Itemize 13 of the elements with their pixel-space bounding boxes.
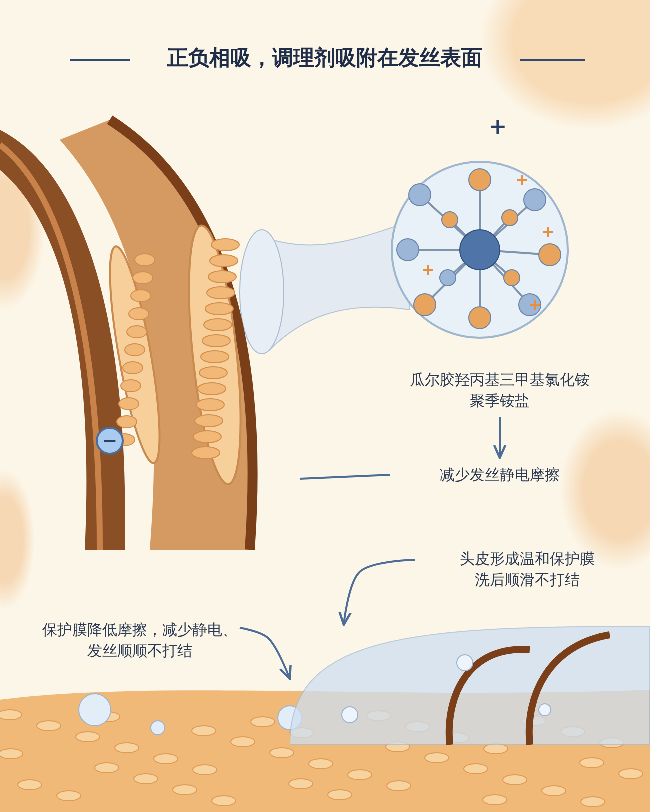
callout-text: 保护膜降低摩擦，减少静电、发丝顺顺不打结 bbox=[42, 620, 238, 662]
title: 正负相吸，调理剂吸附在发丝表面 bbox=[166, 45, 484, 72]
callout-text: 瓜尔胶羟丙基三甲基氯化铵 bbox=[410, 370, 590, 391]
positive-charge-sign: + bbox=[488, 114, 508, 140]
callout-text: 减少发丝静电摩擦 bbox=[440, 464, 560, 486]
arrow bbox=[240, 627, 292, 680]
callout-text: 洗后顺滑不打结 bbox=[475, 570, 580, 591]
arrow bbox=[493, 417, 507, 460]
leader-line bbox=[300, 474, 390, 480]
protective-film-picture bbox=[290, 625, 650, 745]
callout-text: 头皮形成温和保护膜 bbox=[460, 549, 595, 570]
arrow bbox=[338, 559, 416, 626]
callout-text: 聚季铵盐 bbox=[470, 391, 530, 412]
